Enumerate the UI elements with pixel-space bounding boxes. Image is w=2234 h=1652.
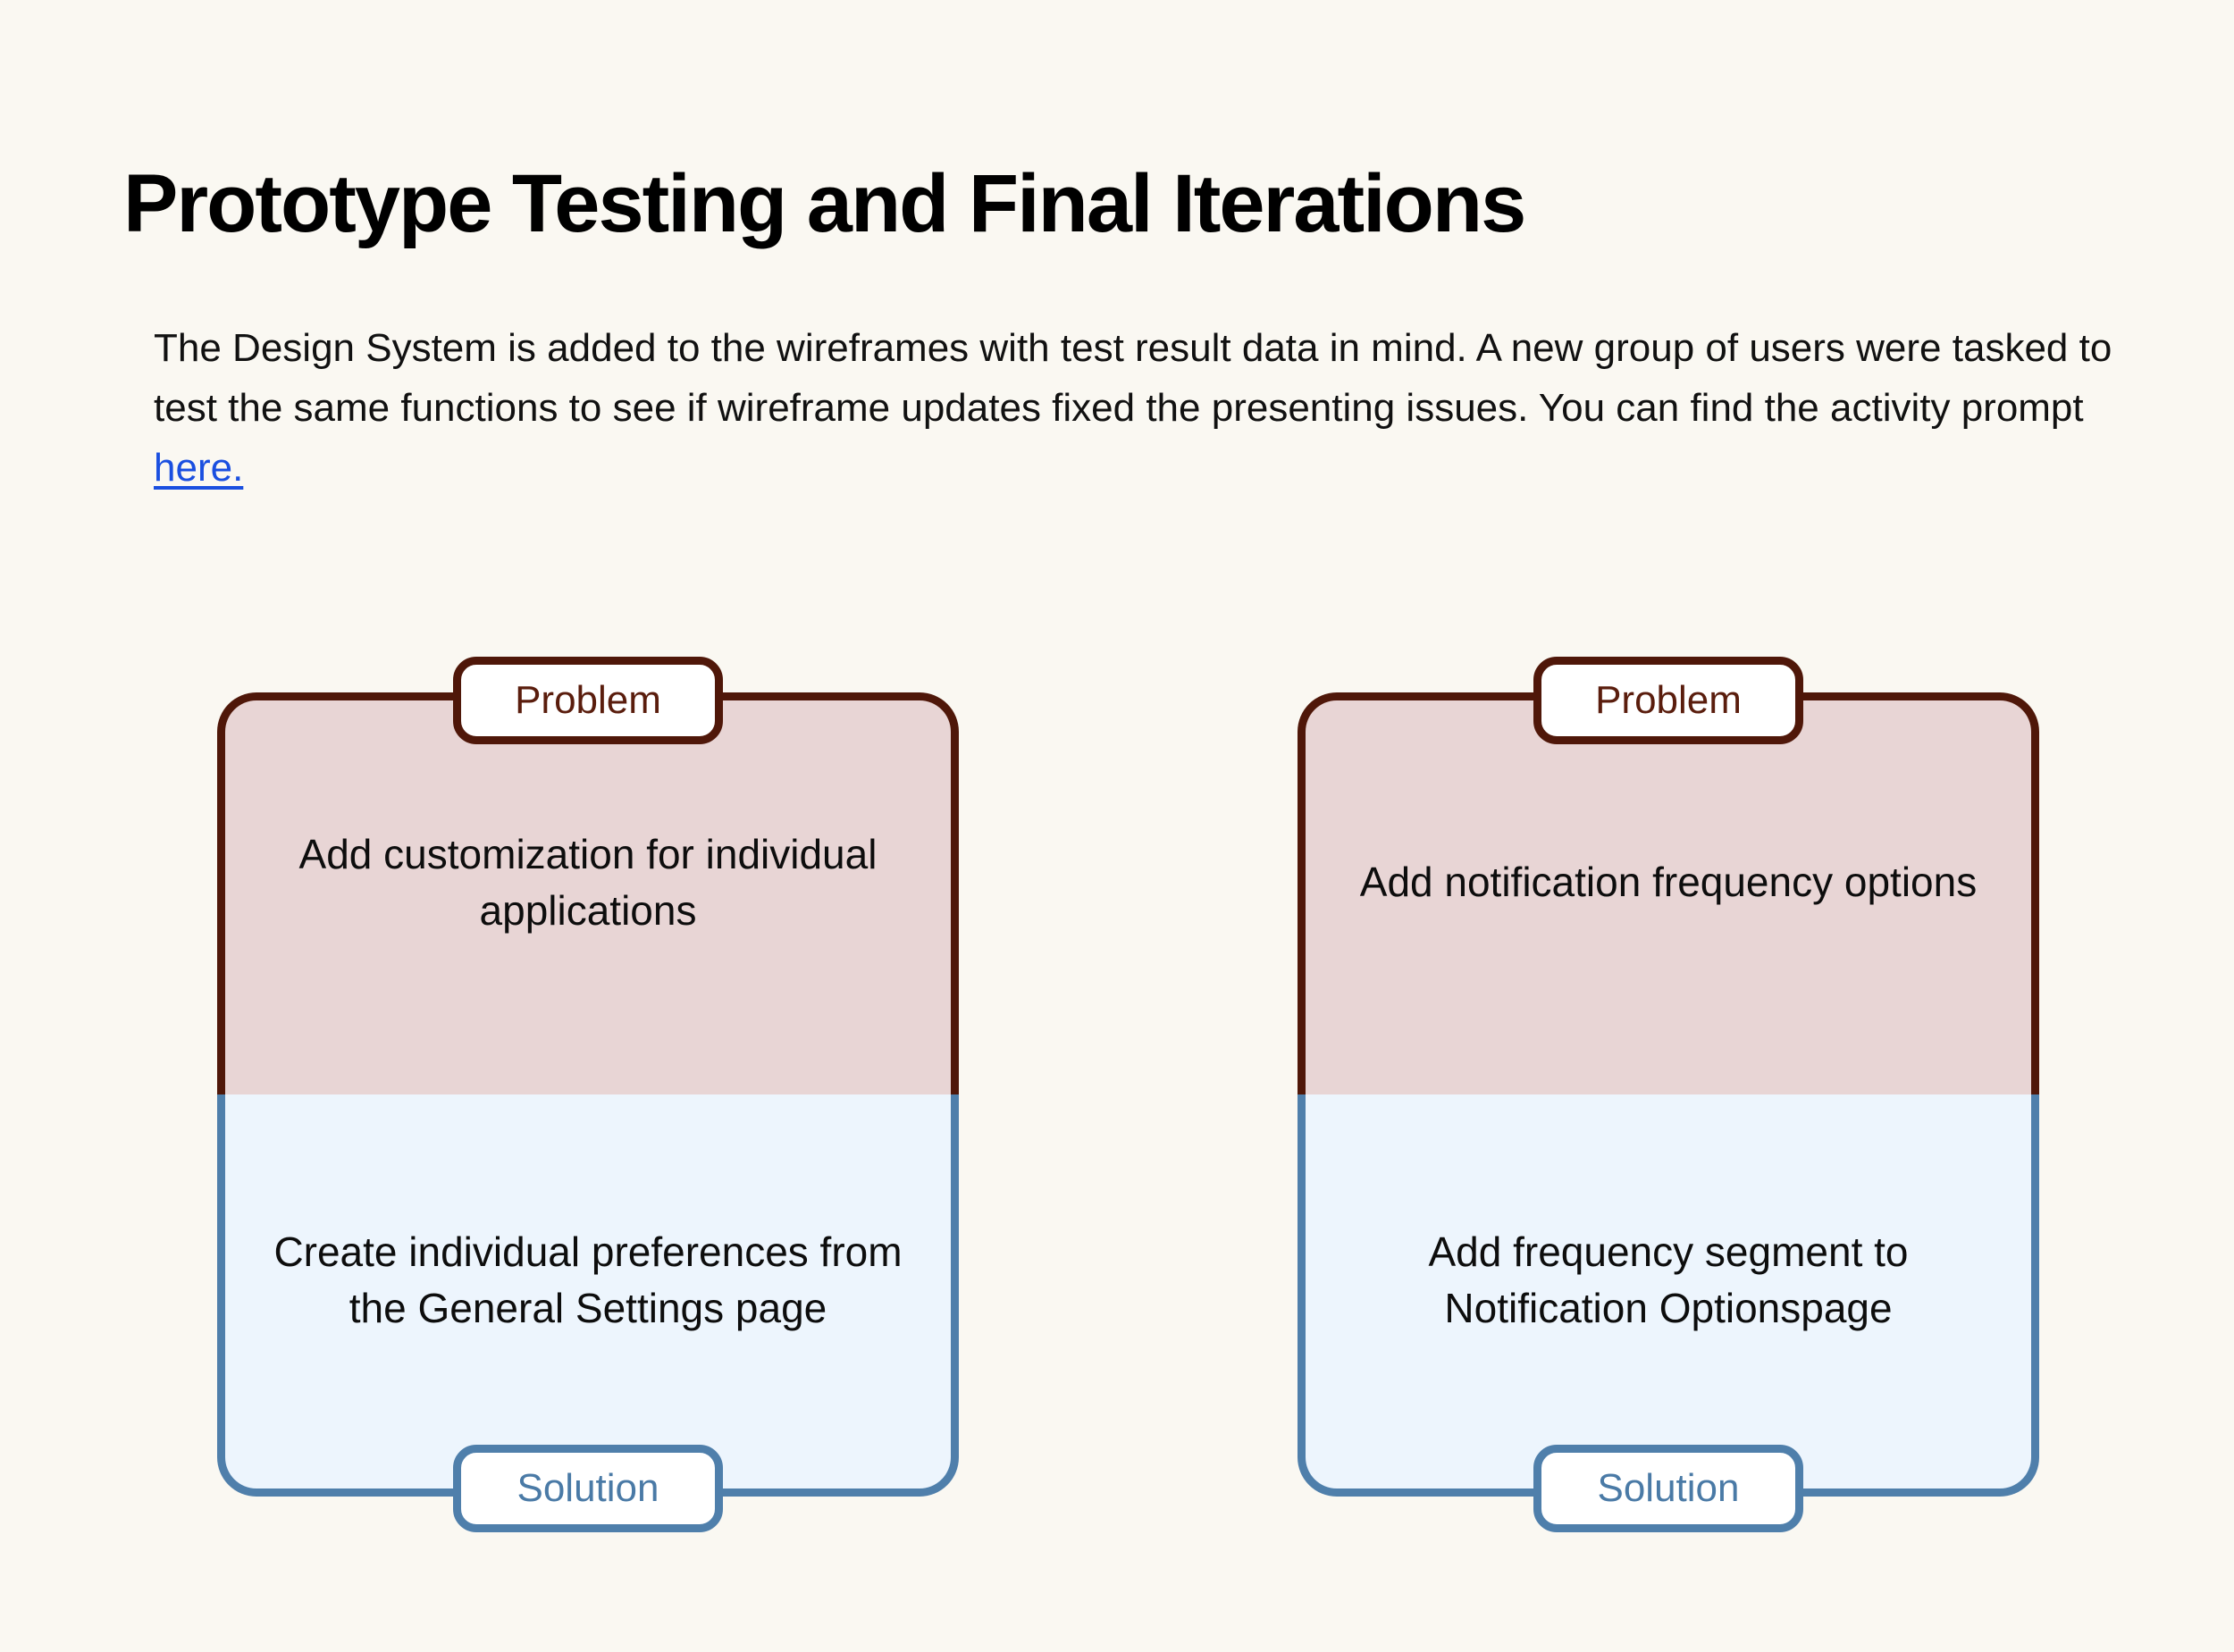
- problem-solution-card: Problem Add notification frequency optio…: [1298, 657, 2039, 1532]
- intro-paragraph: The Design System is added to the wirefr…: [154, 319, 2137, 499]
- problem-badge: Problem: [1533, 657, 1803, 744]
- problem-section: Problem Add customization for individual…: [217, 657, 959, 1094]
- solution-text: Create individual preferences from the G…: [273, 1228, 903, 1331]
- solution-text: Add frequency segment to Notification Op…: [1428, 1228, 1909, 1331]
- solution-badge: Solution: [453, 1445, 723, 1532]
- problem-solution-card-row: Problem Add customization for individual…: [0, 652, 2234, 1546]
- solution-section: Create individual preferences from the G…: [217, 1094, 959, 1532]
- problem-section: Problem Add notification frequency optio…: [1298, 657, 2039, 1094]
- intro-text: The Design System is added to the wirefr…: [154, 326, 2112, 430]
- problem-badge: Problem: [453, 657, 723, 744]
- page-title: Prototype Testing and Final Iterations: [123, 157, 1526, 249]
- activity-prompt-link[interactable]: here.: [154, 445, 244, 490]
- solution-section: Add frequency segment to Notification Op…: [1298, 1094, 2039, 1532]
- solution-badge: Solution: [1533, 1445, 1803, 1532]
- problem-text: Add customization for individual applica…: [298, 830, 878, 934]
- problem-text: Add notification frequency options: [1359, 859, 1978, 906]
- problem-solution-card: Problem Add customization for individual…: [217, 657, 959, 1532]
